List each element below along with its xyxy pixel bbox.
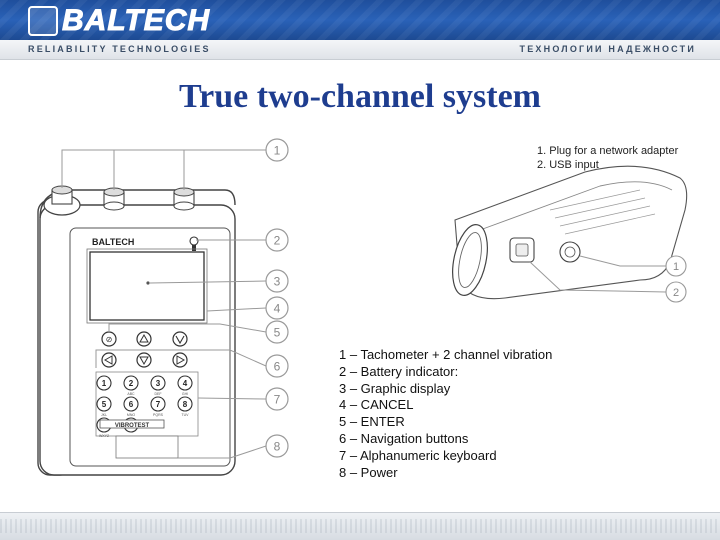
legend-item: 7 – Alphanumeric keyboard	[339, 447, 497, 463]
svg-text:1: 1	[673, 261, 679, 273]
callout-4: 4	[265, 296, 289, 320]
key-digit: 1	[102, 379, 107, 388]
footer-texture	[0, 519, 720, 533]
iso-callout-1: 1	[665, 255, 687, 277]
device-bottom-panel	[115, 435, 179, 459]
device-top-cap	[39, 189, 236, 219]
iso-callout-2: 2	[665, 281, 687, 303]
key-letters: ABC	[127, 392, 135, 396]
key-letters: DEF	[155, 392, 162, 396]
legend-item: 3 – Graphic display	[339, 380, 451, 396]
callout-5: 5	[265, 320, 289, 344]
callout-1: 1	[265, 138, 289, 162]
legend-item: 4 – CANCEL	[339, 397, 414, 413]
iso-callout-leaders	[529, 255, 667, 293]
button-right[interactable]	[172, 352, 188, 368]
key-digit: 8	[183, 400, 188, 409]
svg-text:3: 3	[274, 275, 281, 289]
graphic-display	[89, 251, 205, 321]
button-enter[interactable]	[172, 331, 188, 347]
svg-text:1: 1	[274, 144, 281, 158]
brand-mark-icon	[28, 6, 58, 36]
tagline-left: RELIABILITY TECHNOLOGIES	[28, 44, 211, 54]
brand-logo: BALTECH	[28, 5, 210, 37]
usb-note: 1. Plug for a network adapter 2. USB inp…	[537, 144, 678, 172]
usb-note-line: 1. Plug for a network adapter	[537, 145, 679, 157]
display-bezel	[86, 248, 208, 324]
svg-text:2: 2	[274, 234, 281, 248]
callouts-left: 1 2 3 4 5 6 7 8	[265, 138, 289, 458]
svg-text:6: 6	[274, 360, 281, 374]
model-plate-label: VIBROTEST	[115, 423, 150, 429]
legend-item: 1 – Tachometer + 2 channel vibration	[339, 347, 553, 362]
key-letters: GHI	[182, 392, 188, 396]
footer-bar	[0, 512, 720, 540]
display-marker	[146, 281, 150, 285]
brand-name: BALTECH	[61, 4, 211, 37]
svg-text:8: 8	[274, 440, 281, 454]
legend-item: 8 – Power	[339, 464, 398, 480]
callout-leaders	[61, 149, 268, 459]
key-digit: 6	[129, 400, 134, 409]
button-cancel[interactable]: ⊘	[101, 331, 117, 347]
key-digit: 2	[129, 379, 134, 388]
battery-indicator-icon	[189, 236, 199, 251]
key-letters: PQRS	[153, 413, 164, 417]
key-letters: JKL	[101, 413, 107, 417]
callouts-right: 12	[665, 255, 687, 303]
button-down[interactable]	[136, 352, 152, 368]
header-texture	[0, 0, 720, 40]
key-digit: 5	[102, 400, 107, 409]
device-iso-view	[452, 165, 688, 300]
callout-8: 8	[265, 434, 289, 458]
legend: 1 – Tachometer + 2 channel vibration 2 –…	[339, 347, 552, 481]
legend-item: 2 – Battery indicator:	[339, 363, 459, 379]
slide-title: True two-channel system	[179, 78, 541, 115]
key-1[interactable]: 1	[96, 375, 112, 391]
callout-6: 6	[265, 354, 289, 378]
tagline-bar	[0, 40, 720, 60]
svg-text:⊘: ⊘	[106, 335, 113, 344]
model-plate	[99, 419, 165, 429]
header-bar: BALTECH	[0, 0, 720, 40]
button-up[interactable]	[136, 331, 152, 347]
svg-text:2: 2	[673, 287, 679, 299]
key-digit: 7	[156, 400, 161, 409]
tagline-right: ТЕХНОЛОГИИ НАДЕЖНОСТИ	[519, 44, 696, 54]
legend-item: 5 – ENTER	[339, 414, 405, 430]
connector-middle	[103, 187, 125, 211]
legend-item: 6 – Navigation buttons	[339, 430, 469, 446]
key-digit: 4	[183, 379, 188, 388]
usb-note-line: 2. USB input	[537, 159, 599, 171]
key-letters: MNO	[127, 413, 135, 417]
svg-text:7: 7	[274, 393, 281, 407]
button-left[interactable]	[101, 352, 117, 368]
connector-left	[43, 185, 81, 216]
svg-text:4: 4	[274, 302, 281, 316]
key-letters: WXYZ	[99, 434, 110, 438]
svg-text:5: 5	[274, 326, 281, 340]
device-brand-label: BALTECH	[92, 237, 134, 247]
connector-right	[173, 187, 195, 211]
key-letters: TUV	[182, 413, 190, 417]
callout-7: 7	[265, 387, 289, 411]
callout-3: 3	[265, 269, 289, 293]
key-digit: 3	[156, 379, 161, 388]
callout-2: 2	[265, 228, 289, 252]
